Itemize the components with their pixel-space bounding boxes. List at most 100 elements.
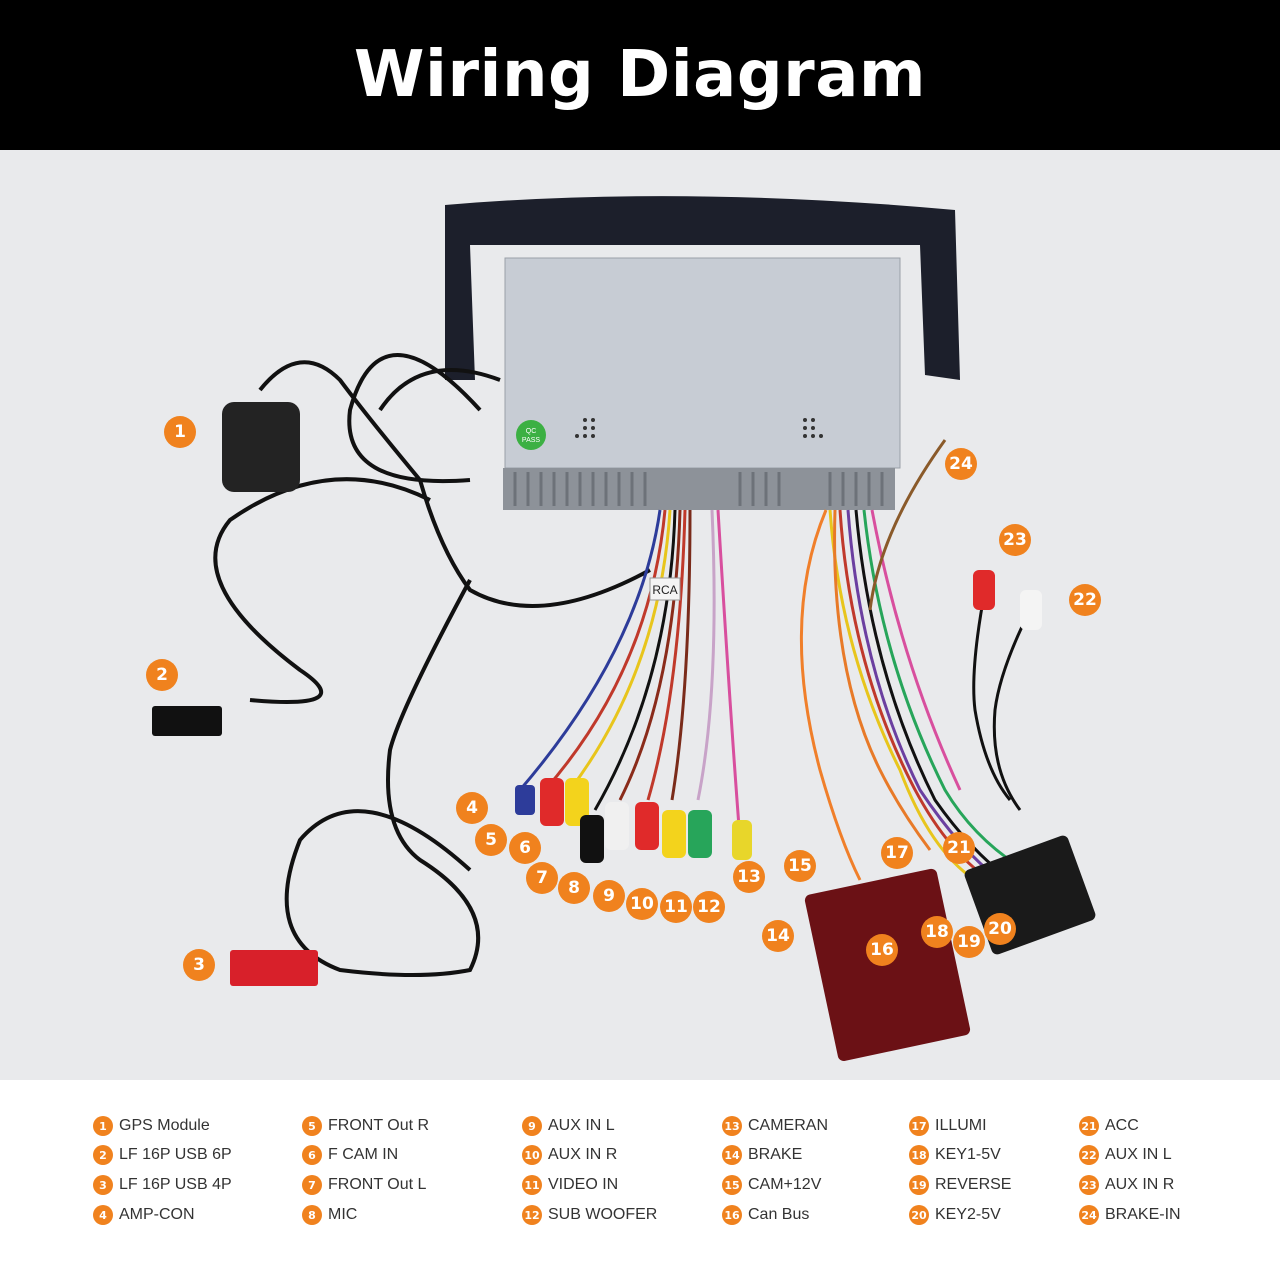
marker-22: 22 [1069,584,1101,616]
wiring-photo: QC PASS [0,150,1280,1080]
marker-13: 13 [733,861,765,893]
legend-number: 10 [522,1145,542,1165]
legend-label: Can Bus [748,1206,810,1223]
legend-number: 24 [1079,1205,1099,1225]
legend-number: 21 [1079,1116,1099,1136]
usb-6p-connector [152,706,222,736]
rca-label-text: RCA [652,583,677,597]
legend-label: LF 16P USB 4P [119,1176,232,1193]
legend-item: 2 LF 16P USB 6P [93,1143,232,1167]
pass-sticker-text: PASS [522,437,540,444]
legend-label: LF 16P USB 6P [119,1146,232,1163]
legend-label: REVERSE [935,1176,1012,1193]
legend-number: 22 [1079,1145,1099,1165]
marker-24: 24 [945,448,977,480]
legend-label: AUX IN L [548,1117,615,1134]
legend-item: 17 ILLUMI [909,1114,987,1138]
legend-item: 12 SUB WOOFER [522,1203,657,1227]
marker-20: 20 [984,913,1016,945]
legend-label: F CAM IN [328,1146,399,1163]
legend-label: AMP-CON [119,1206,195,1223]
legend-label: SUB WOOFER [548,1206,658,1223]
legend-number: 19 [909,1175,929,1195]
marker-1: 1 [164,416,196,448]
legend-label: VIDEO IN [548,1176,619,1193]
legend-item: 7 FRONT Out L [302,1173,426,1197]
legend-item: 10 AUX IN R [522,1143,617,1167]
legend-item: 21 ACC [1079,1114,1139,1138]
marker-3: 3 [183,949,215,981]
marker-23: 23 [999,524,1031,556]
marker-12: 12 [693,891,725,923]
legend-label: KEY2-5V [935,1206,1001,1223]
legend-item: 9 AUX IN L [522,1114,615,1138]
marker-7: 7 [526,862,558,894]
legend-number: 8 [302,1205,322,1225]
legend-item: 15 CAM+12V [722,1173,821,1197]
marker-6: 6 [509,832,541,864]
legend-number: 11 [522,1175,542,1195]
marker-4: 4 [456,792,488,824]
page-title: Wiring Diagram [353,38,927,112]
legend-number: 15 [722,1175,742,1195]
unit-chassis [504,257,901,469]
legend-number: 14 [722,1145,742,1165]
legend-number: 2 [93,1145,113,1165]
legend-item: 11 VIDEO IN [522,1173,618,1197]
legend-label: MIC [328,1206,358,1223]
legend-item: 19 REVERSE [909,1173,1011,1197]
legend-number: 9 [522,1116,542,1136]
legend-item: 8 MIC [302,1203,357,1227]
legend-number: 5 [302,1116,322,1136]
legend-number: 12 [522,1205,542,1225]
legend-number: 13 [722,1116,742,1136]
legend-label: FRONT Out R [328,1117,430,1134]
marker-5: 5 [475,824,507,856]
aux-in-r-plug [973,570,995,610]
legend-number: 3 [93,1175,113,1195]
legend-number: 4 [93,1205,113,1225]
marker-19: 19 [953,926,985,958]
rca-label [649,577,681,601]
legend-item: 14 BRAKE [722,1143,802,1167]
marker-9: 9 [593,880,625,912]
usb-4p-connector [230,950,318,986]
legend-number: 7 [302,1175,322,1195]
legend-number: 16 [722,1205,742,1225]
legend-label: CAMERAN [748,1117,829,1134]
legend-label: ILLUMI [935,1117,987,1134]
legend-item: 4 AMP-CON [93,1203,195,1227]
marker-16: 16 [866,934,898,966]
legend-item: 23 AUX IN R [1079,1173,1174,1197]
legend-label: BRAKE [748,1146,803,1163]
legend-label: AUX IN R [548,1146,618,1163]
marker-14: 14 [762,920,794,952]
marker-18: 18 [921,916,953,948]
legend-item: 24 BRAKE-IN [1079,1203,1181,1227]
legend-number: 23 [1079,1175,1099,1195]
marker-8: 8 [558,872,590,904]
legend-item: 20 KEY2-5V [909,1203,1001,1227]
legend-label: BRAKE-IN [1105,1206,1181,1223]
legend-item: 16 Can Bus [722,1203,809,1227]
legend-number: 20 [909,1205,929,1225]
marker-10: 10 [626,888,658,920]
header-banner: Wiring Diagram [0,0,1280,150]
legend-label: KEY1-5V [935,1146,1001,1163]
marker-15: 15 [784,850,816,882]
legend-label: FRONT Out L [328,1176,427,1193]
marker-11: 11 [660,891,692,923]
qc-pass-sticker [516,420,546,450]
legend-number: 17 [909,1116,929,1136]
legend-label: CAM+12V [748,1176,822,1193]
legend-label: GPS Module [119,1117,210,1134]
legend-label: ACC [1105,1117,1139,1134]
aux-in-l-plug [1020,590,1042,630]
gps-module [222,402,300,492]
legend-label: AUX IN R [1105,1176,1175,1193]
